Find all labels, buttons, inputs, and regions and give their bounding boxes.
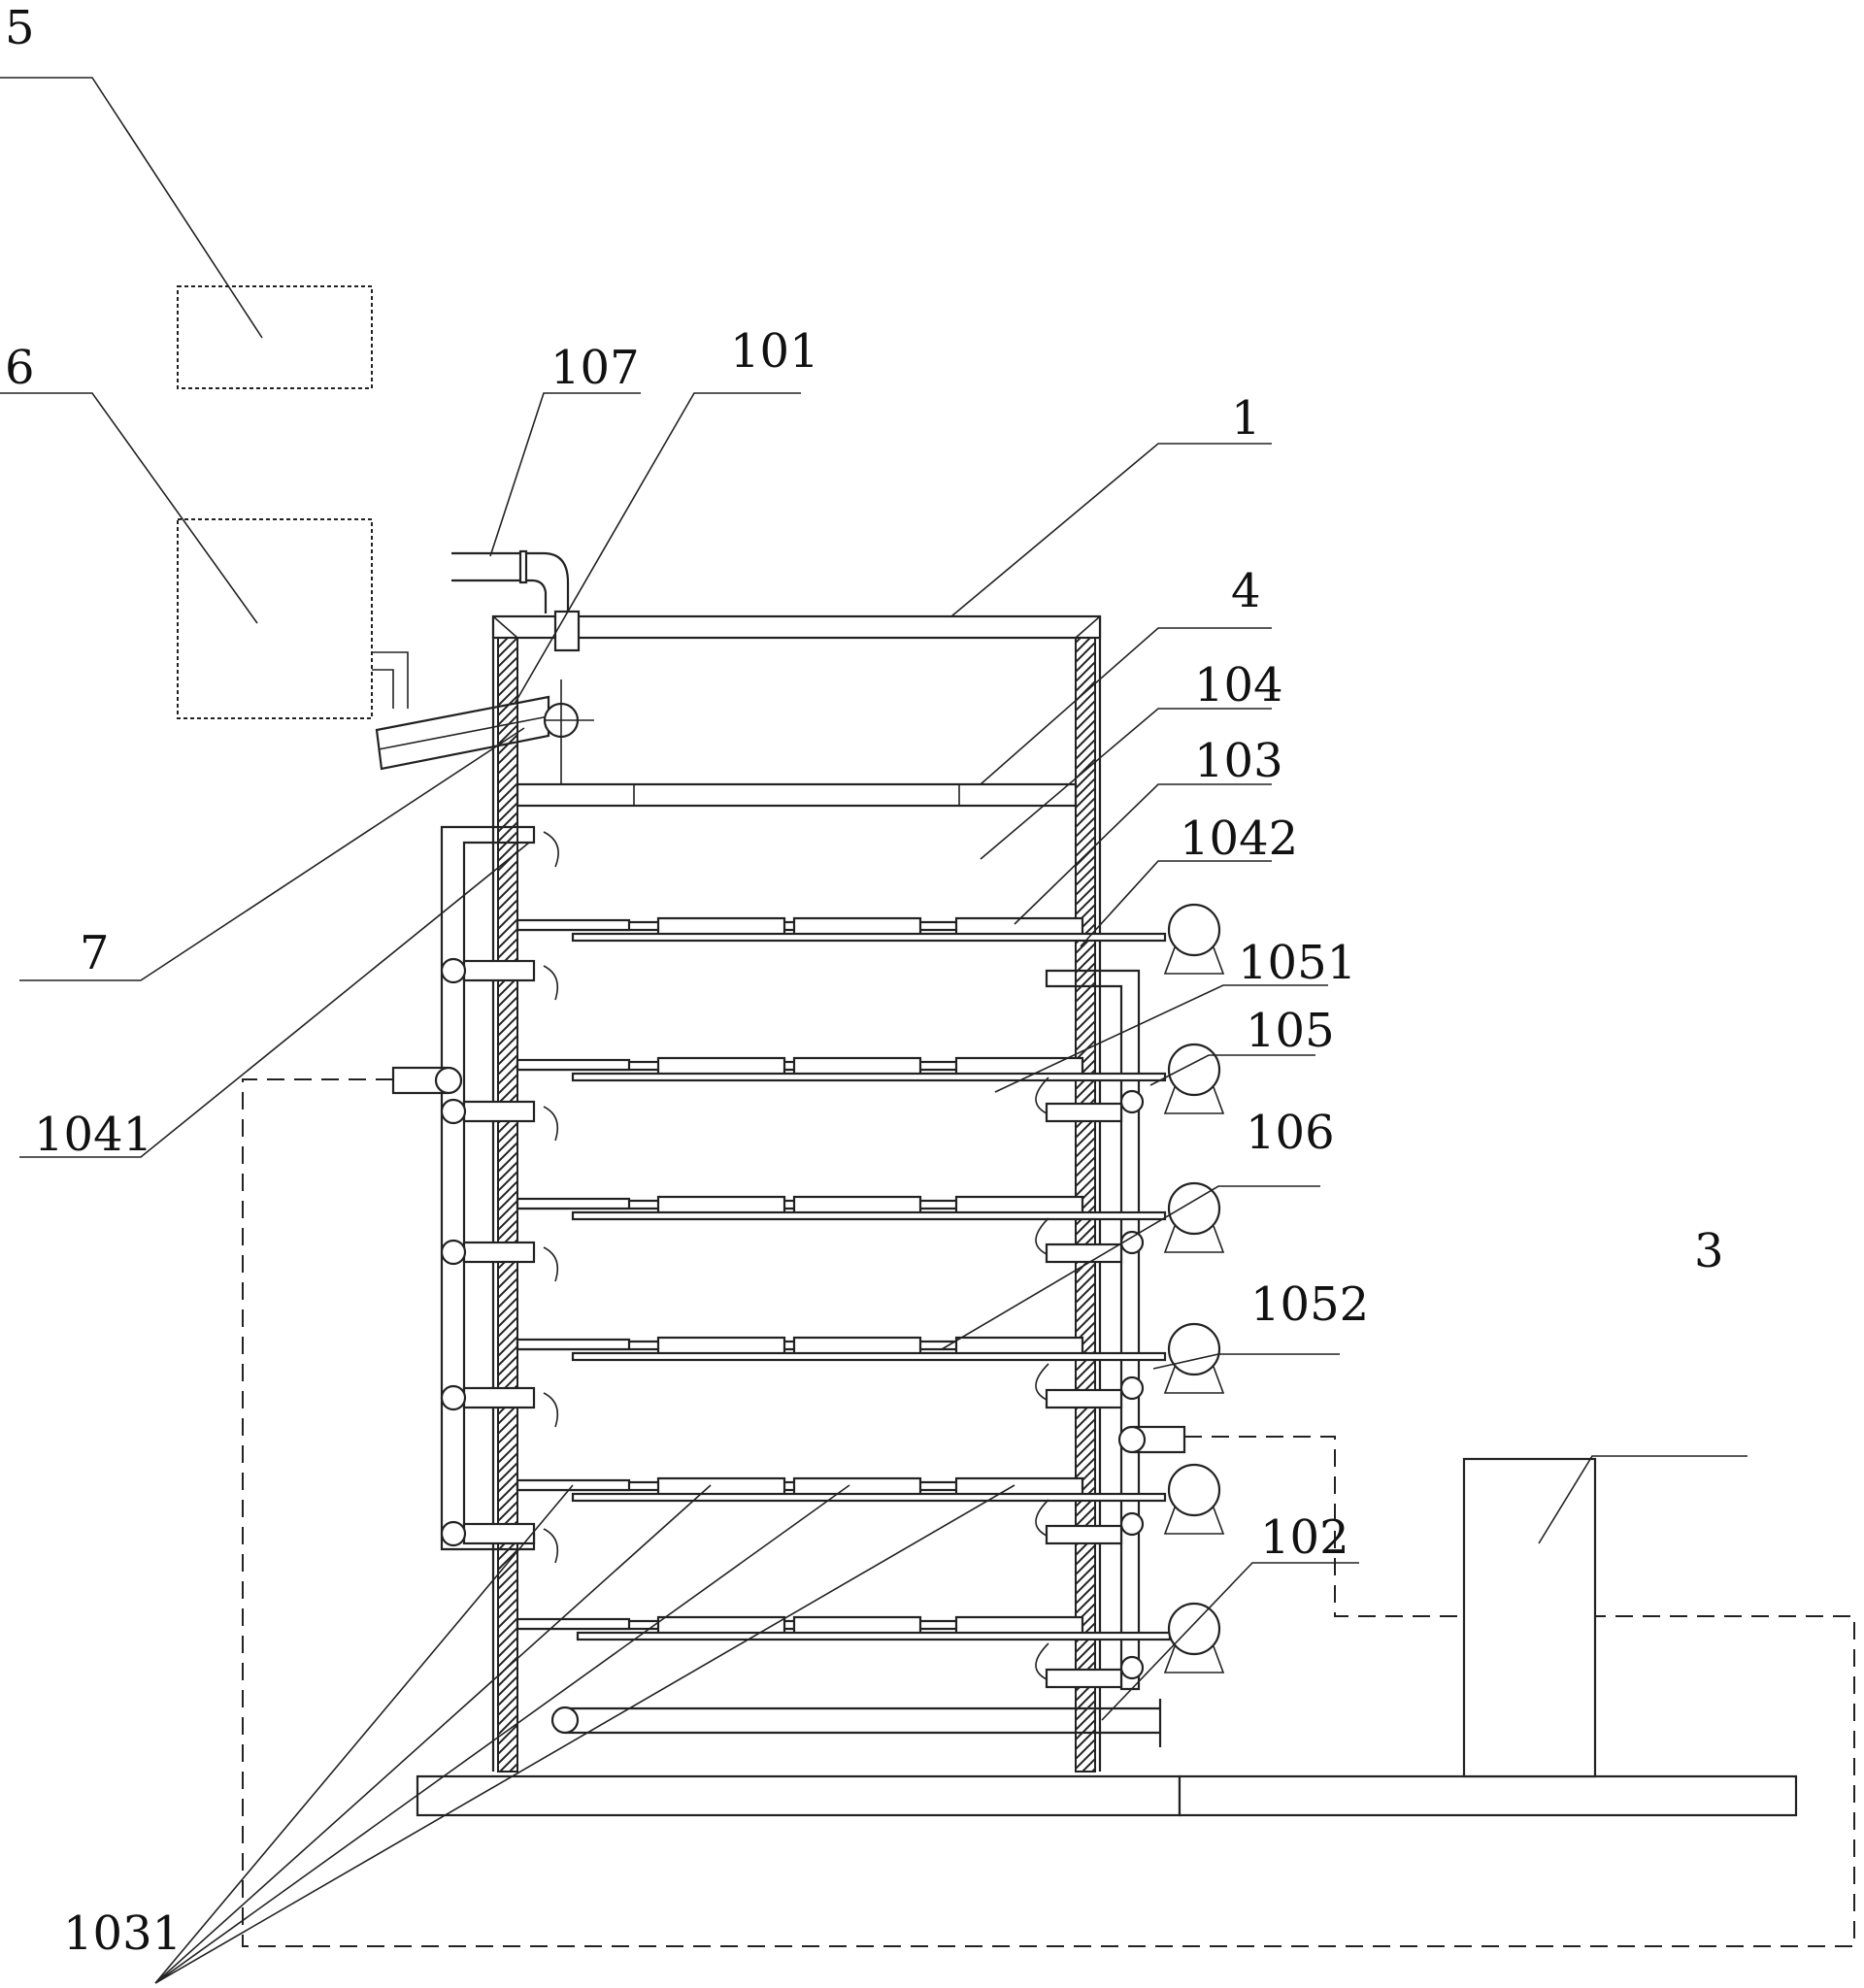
right-valve (1119, 1375, 1145, 1401)
right-branch (1045, 1242, 1123, 1264)
pump-body (1167, 1602, 1221, 1656)
tray (516, 1478, 631, 1492)
left-riser (440, 825, 536, 1551)
left-nozzle (543, 831, 559, 868)
right-valve (1119, 1511, 1145, 1537)
pump-body (1167, 1181, 1221, 1236)
right-valve (1119, 1655, 1145, 1680)
scraper-bar (571, 1210, 1167, 1221)
left-nozzle (543, 1246, 559, 1282)
label-1031: 1031 (63, 1906, 182, 1961)
unit-3 (1462, 1457, 1597, 1778)
pump-body (1167, 1043, 1221, 1097)
pump-base (1163, 946, 1225, 975)
right-branch (1045, 1668, 1123, 1689)
left-valve (440, 1239, 467, 1266)
right-branch (1045, 1388, 1123, 1409)
right-nozzle (1035, 1217, 1049, 1255)
label-1: 1 (1231, 391, 1261, 446)
label-107: 107 (550, 341, 640, 395)
left-nozzle (543, 965, 559, 1001)
leader-lines (0, 77, 1748, 1984)
left-nozzle (543, 1528, 559, 1564)
label-101: 101 (730, 324, 819, 379)
label-1042: 1042 (1180, 812, 1298, 866)
left-nozzle (543, 1106, 559, 1142)
box-6-outlet (372, 651, 409, 709)
left-branch (462, 1241, 536, 1264)
label-3: 3 (1694, 1224, 1724, 1278)
left-branch (462, 1386, 536, 1409)
label-1052: 1052 (1250, 1277, 1369, 1332)
label-106: 106 (1246, 1106, 1335, 1160)
label-105: 105 (1246, 1004, 1335, 1058)
scraper-bar (571, 1492, 1167, 1503)
label-6: 6 (5, 341, 35, 395)
right-valve (1119, 1089, 1145, 1114)
pump-base (1163, 1645, 1225, 1673)
pump-base (1163, 1507, 1225, 1535)
label-104: 104 (1194, 658, 1283, 712)
left-valve (440, 1520, 467, 1547)
callout-labels: 5 6 107 101 1 4 104 103 1042 1051 105 10… (5, 1, 1724, 1961)
tray (516, 1338, 631, 1351)
label-7: 7 (80, 926, 110, 980)
pump-body (1167, 903, 1221, 957)
left-nozzle (543, 1392, 559, 1428)
box-6 (177, 518, 373, 719)
base-right (1178, 1774, 1798, 1817)
right-branch (1045, 1524, 1123, 1545)
tray (516, 1197, 631, 1210)
pump-base (1163, 1225, 1225, 1253)
right-nozzle (1035, 1363, 1049, 1401)
label-1051: 1051 (1238, 936, 1356, 990)
tray (516, 1617, 631, 1631)
left-valve (440, 1098, 467, 1125)
right-valve (1119, 1230, 1145, 1255)
left-valve (440, 1384, 467, 1411)
box-5 (177, 285, 373, 389)
dashed-connections (242, 1078, 1855, 1947)
left-wall (497, 620, 518, 1773)
left-branch (462, 959, 536, 982)
pump-body (1167, 1322, 1221, 1376)
left-branch (462, 1100, 536, 1123)
pump-base (1163, 1366, 1225, 1394)
right-riser (1045, 969, 1141, 1691)
top-plate (491, 614, 1102, 640)
label-102: 102 (1260, 1510, 1349, 1565)
scraper-bar (571, 1351, 1167, 1362)
bottom-outlet (550, 1699, 1162, 1747)
tray (516, 1058, 631, 1072)
left-branch (462, 1522, 536, 1545)
pump-base (1163, 1086, 1225, 1114)
right-outlet-valve (1117, 1425, 1147, 1454)
right-branch (1045, 1102, 1123, 1123)
scraper-bar (571, 932, 1167, 943)
left-inlet-valve (434, 1066, 463, 1095)
base-left (416, 1774, 1182, 1817)
tray (516, 918, 631, 932)
label-103: 103 (1194, 734, 1283, 788)
plate-4 (516, 782, 1078, 808)
pump-body (1167, 1463, 1221, 1517)
right-nozzle (1035, 1642, 1049, 1680)
left-valve (440, 957, 467, 984)
shelves (391, 831, 1225, 1689)
label-5: 5 (5, 1, 35, 55)
scraper-bar (571, 1072, 1167, 1082)
right-nozzle (1035, 1499, 1049, 1537)
right-nozzle (1035, 1077, 1049, 1114)
label-4: 4 (1231, 564, 1261, 618)
label-1041: 1041 (34, 1108, 152, 1162)
scraper-bar (576, 1631, 1172, 1641)
feed-chute (375, 679, 594, 788)
